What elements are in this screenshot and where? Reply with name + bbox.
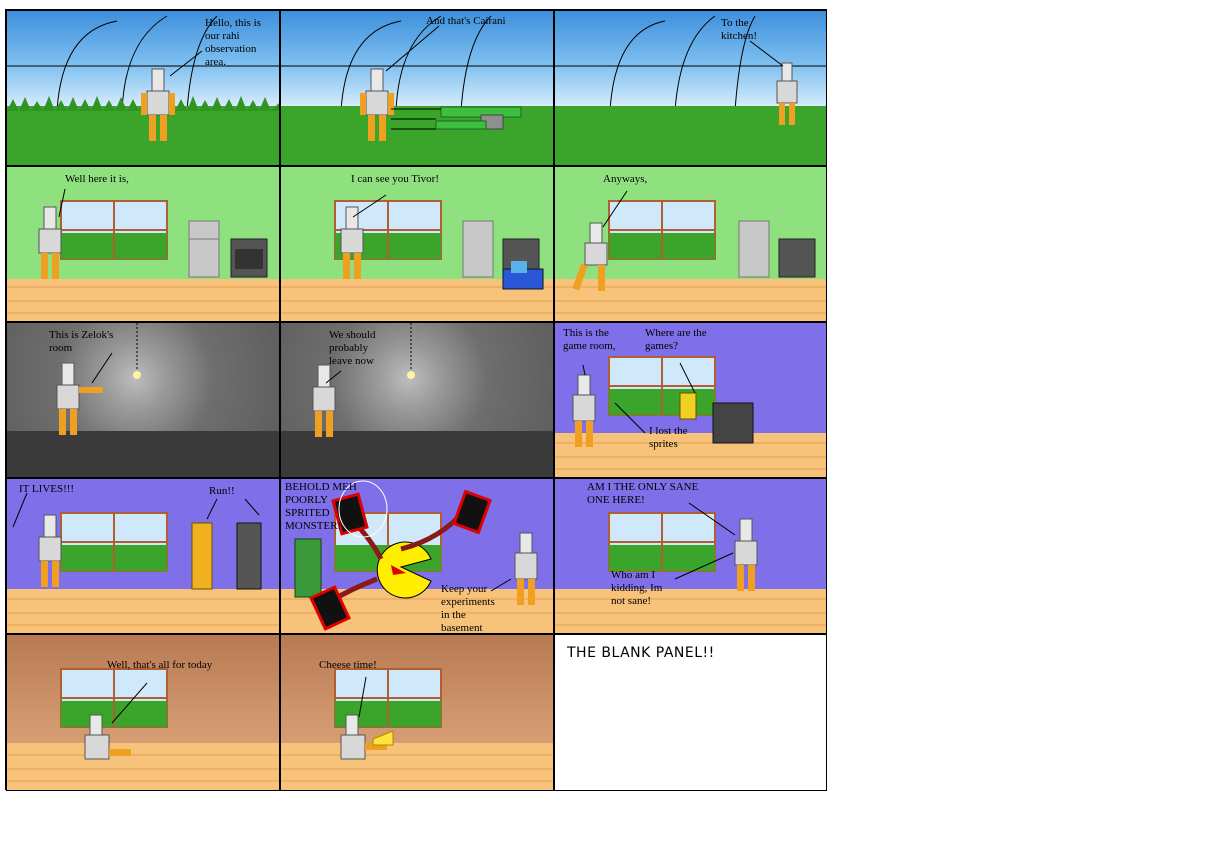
robot-guide-sitting <box>84 714 131 760</box>
robot-guide <box>734 518 758 591</box>
caption: AM I THE ONLY SANE ONE HERE! <box>587 481 699 506</box>
sane-scene <box>555 502 826 633</box>
robot-guide <box>56 362 103 435</box>
robot-guide <box>776 62 798 125</box>
robot-guide <box>38 514 62 587</box>
caption: This is the game room, <box>563 327 616 352</box>
it-lives-scene <box>7 492 279 633</box>
ending-scene <box>7 668 279 790</box>
caption: We should probably leave now <box>329 329 376 367</box>
robot-guide-sitting <box>340 714 387 760</box>
kitchen-tivor-scene <box>281 194 553 321</box>
game-room-scene <box>555 356 826 477</box>
caption: Keep your experiments in the basement <box>441 583 495 634</box>
caption: This is Zelok's room <box>49 329 114 354</box>
caption: Well here it is, <box>65 173 129 185</box>
caption: Hello, this is our rahi observation area… <box>205 17 261 68</box>
robot-guide <box>572 374 596 447</box>
robot-guide <box>340 206 364 279</box>
caption: BEHOLD MEH POORLY SPRITED MONSTER! <box>285 481 357 532</box>
robot-guide <box>514 532 538 605</box>
kitchen-scene <box>7 188 279 321</box>
caption: I can see you Tivor! <box>351 173 439 185</box>
panel-all-for-today: Well, that's all for today <box>6 634 280 791</box>
panel-zelok-room-1: This is Zelok's room <box>6 322 280 478</box>
caption: Run!! <box>209 485 235 497</box>
yellow-sprite <box>679 392 697 420</box>
robot-guide <box>360 68 394 141</box>
monster-scene <box>281 480 553 633</box>
robot-guide <box>312 364 336 437</box>
panel-kitchen-1: Well here it is, <box>6 166 280 322</box>
caption: IT LIVES!!! <box>19 483 75 495</box>
zelok-leave-scene <box>281 323 553 477</box>
panel-kitchen-2: I can see you Tivor! <box>280 166 554 322</box>
panel-cheese-time: Cheese time! <box>280 634 554 791</box>
caption: I lost the sprites <box>649 425 688 450</box>
caption: Anyways, <box>603 173 648 185</box>
zelok-room-scene <box>7 323 279 477</box>
caption: Where are the games? <box>645 327 707 352</box>
panel-cairani: And that's Cairani <box>280 10 554 166</box>
cairani-scene <box>281 15 553 165</box>
kitchen-run-scene <box>555 15 826 165</box>
panel-kitchen-3: Anyways, <box>554 166 827 322</box>
black-sprite <box>712 402 754 444</box>
pacman-monster <box>309 489 492 631</box>
green-mad-scientist <box>294 538 322 598</box>
kitchen-anyways-scene <box>555 190 826 321</box>
panel-to-kitchen: To the kitchen! <box>554 10 827 166</box>
panel-zelok-room-2: We should probably leave now <box>280 322 554 478</box>
caption: Who am I kidding, Im not sane! <box>611 569 663 607</box>
caption: And that's Cairani <box>426 15 506 27</box>
panel-monster: BEHOLD MEH POORLY SPRITED MONSTER! Keep … <box>280 478 554 634</box>
comic-strip: Hello, this is our rahi observation area… <box>5 9 827 791</box>
panel-it-lives: IT LIVES!!! Run!! <box>6 478 280 634</box>
panel-observation-area: Hello, this is our rahi observation area… <box>6 10 280 166</box>
cairani-rahi <box>435 106 522 130</box>
caption: To the kitchen! <box>721 17 758 42</box>
panel-sane: AM I THE ONLY SANE ONE HERE! Who am I ki… <box>554 478 827 634</box>
cheese-scene <box>281 668 553 790</box>
cheese-icon <box>372 730 394 746</box>
black-sprite-running <box>236 522 262 590</box>
panel-blank: THE BLANK PANEL!! <box>554 634 827 791</box>
yellow-sprite-running <box>191 522 213 590</box>
blank-panel-title: THE BLANK PANEL!! <box>567 645 715 661</box>
observation-scene <box>7 15 279 165</box>
caption: Well, that's all for today <box>107 659 213 671</box>
robot-guide <box>141 68 175 141</box>
panel-game-room: This is the game room, Where are the gam… <box>554 322 827 478</box>
caption: Cheese time! <box>319 659 377 671</box>
robot-guide <box>38 206 62 279</box>
robot-guide <box>572 222 608 291</box>
tivor-hiding <box>502 261 544 290</box>
